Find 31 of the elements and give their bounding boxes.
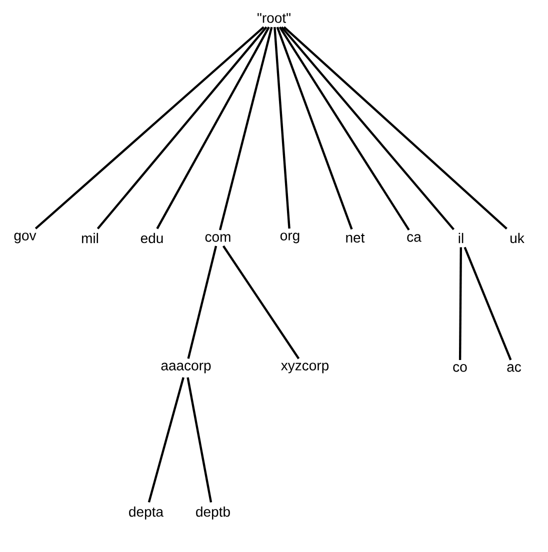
tree-line: [96, 26, 268, 230]
tree-line: [276, 26, 353, 230]
tree-line: [34, 26, 264, 230]
node-label: mil: [82, 232, 98, 244]
node-label: com: [205, 234, 230, 242]
node-label: edu: [140, 232, 163, 244]
tree-line: [222, 245, 300, 360]
tree-line: [186, 377, 212, 502]
tree-line: [464, 246, 512, 360]
tree-line: [156, 26, 270, 230]
node-label: aaacorp: [161, 362, 211, 374]
node-label: net: [346, 233, 365, 243]
node-label: ac: [507, 364, 522, 372]
node-label: ca: [407, 234, 422, 242]
node-label: org: [280, 232, 300, 244]
tree-line: [278, 26, 410, 231]
tree-line: [280, 26, 455, 230]
tree-line: [458, 247, 462, 360]
node-label: il: [458, 232, 464, 244]
node-label: "root": [258, 13, 290, 23]
tree-line: [283, 26, 508, 230]
tree-line: [148, 377, 184, 503]
node-label: uk: [510, 232, 524, 244]
tree-line: [187, 246, 218, 359]
node-label: gov: [14, 232, 36, 244]
node-label: xyzcorp: [281, 362, 329, 374]
tree-line: [274, 27, 290, 229]
tree-line: [218, 26, 273, 230]
node-label: depta: [129, 506, 164, 520]
node-label: co: [453, 364, 467, 372]
node-label: deptb: [196, 506, 230, 520]
